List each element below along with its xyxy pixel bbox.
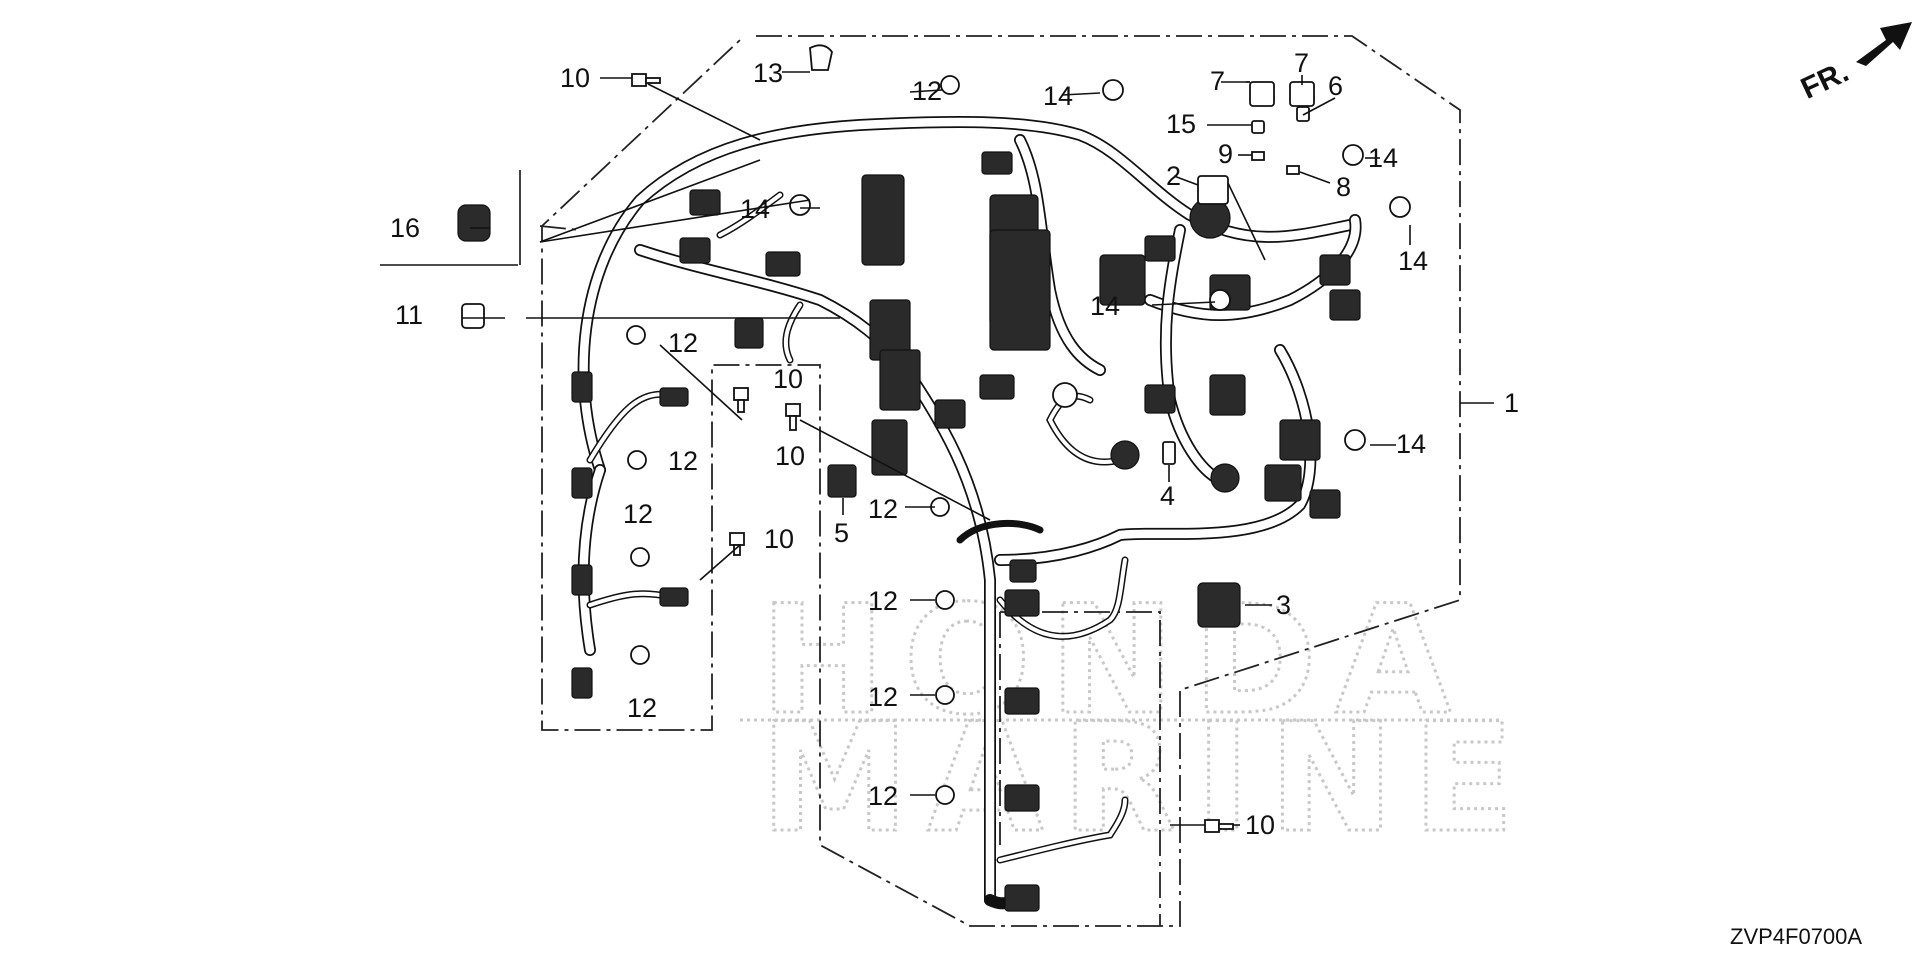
clip-12-icon — [626, 75, 960, 805]
connector-icon — [689, 189, 721, 216]
callouts: 1 2 3 4 5 6 7 7 8 9 10 10 10 10 10 11 12… — [390, 48, 1519, 840]
fuse-box-connector-icon — [861, 174, 905, 266]
part-3-connector-cap-icon — [1197, 582, 1241, 628]
injector-connector-icon — [571, 564, 593, 596]
callout-3: 3 — [1276, 590, 1291, 620]
callout-8: 8 — [1336, 172, 1351, 202]
part-4-terminal-icon — [1162, 441, 1176, 465]
callout-12g: 12 — [868, 586, 898, 616]
callout-14c: 14 — [1368, 143, 1398, 173]
arrow-icon — [1856, 22, 1912, 66]
callout-15: 15 — [1166, 109, 1196, 139]
front-direction-indicator: FR. — [1796, 22, 1912, 106]
connector-icon — [981, 151, 1013, 175]
harness-connectors — [571, 151, 1361, 912]
callout-14b: 14 — [740, 194, 770, 224]
callout-12a: 12 — [912, 76, 942, 106]
callout-12d: 12 — [623, 499, 653, 529]
callout-6: 6 — [1328, 71, 1343, 101]
connector-icon — [1144, 235, 1176, 262]
callout-11: 11 — [395, 300, 423, 330]
ring-terminal-icon — [1052, 382, 1078, 408]
injector-connector-icon — [571, 667, 593, 699]
callout-12c: 12 — [668, 446, 698, 476]
part-13-clip-icon — [809, 44, 833, 71]
ignition-coil-connector-icon — [1004, 589, 1040, 617]
ignition-coil-connector-icon — [1004, 884, 1040, 912]
part-11-clamp-icon — [461, 303, 485, 329]
part-15-fuse-icon — [1251, 120, 1265, 134]
part-7-relay-icon — [1289, 81, 1315, 107]
ignition-coil-connector-icon — [1004, 784, 1040, 812]
ignition-coil-connector-icon — [1004, 687, 1040, 715]
callout-13: 13 — [753, 58, 783, 88]
connector-icon — [734, 317, 764, 349]
callout-4: 4 — [1160, 481, 1175, 511]
ground-terminal-icon — [1009, 559, 1037, 583]
clip-14-icon — [789, 79, 1411, 451]
front-label: FR. — [1796, 55, 1854, 105]
callout-12h: 12 — [868, 682, 898, 712]
callout-14a: 14 — [1043, 81, 1073, 111]
callout-7a: 7 — [1210, 66, 1225, 96]
leader-lines — [380, 71, 1494, 826]
callout-5: 5 — [834, 518, 849, 548]
connector-icon — [765, 251, 801, 277]
callout-14e: 14 — [1090, 291, 1120, 321]
harness-wiring — [577, 116, 1362, 910]
connector-icon — [979, 374, 1015, 400]
callout-1: 1 — [1504, 388, 1519, 418]
connector-icon — [659, 387, 689, 407]
connector-icon — [871, 419, 908, 476]
connector-icon — [1144, 384, 1176, 414]
connector-icon — [1279, 419, 1321, 461]
connector-icon — [1264, 464, 1302, 502]
sensor-icon — [1110, 440, 1140, 470]
callout-12f: 12 — [868, 494, 898, 524]
part-9-fuse-icon — [1251, 151, 1265, 161]
connector-icon — [1309, 489, 1341, 519]
connector-icon — [659, 587, 689, 607]
callout-12i: 12 — [868, 781, 898, 811]
part-2-connector-icon — [1197, 175, 1229, 205]
callout-10c: 10 — [775, 441, 805, 471]
part-6-fuse-icon — [1296, 106, 1310, 122]
watermark-line-2: MARINE — [760, 692, 1533, 866]
connector-icon — [1099, 254, 1146, 306]
callout-10b: 10 — [773, 364, 803, 394]
sensor-icon — [1210, 463, 1240, 493]
injector-connector-icon — [571, 371, 593, 403]
connector-icon — [1329, 289, 1361, 321]
diagram-code: ZVP4F0700A — [1730, 924, 1862, 949]
connector-icon — [1209, 374, 1246, 416]
callout-2: 2 — [1166, 161, 1181, 191]
callout-12b: 12 — [668, 328, 698, 358]
loose-parts — [457, 44, 1411, 833]
main-relay-block-icon — [989, 229, 1051, 351]
part-8-fuse-icon — [1286, 165, 1300, 175]
part-16-grommet-icon — [457, 204, 491, 242]
callout-9: 9 — [1218, 139, 1233, 169]
callout-14d: 14 — [1398, 246, 1428, 276]
part-7-relay-icon — [1249, 81, 1275, 107]
watermark: HONDA MARINE — [740, 573, 1533, 868]
injector-connector-icon — [571, 467, 593, 499]
connector-icon — [1319, 254, 1351, 286]
callout-10a: 10 — [560, 63, 590, 93]
connector-icon — [934, 399, 966, 429]
bolt-icon — [631, 73, 1234, 833]
callout-7b: 7 — [1294, 48, 1309, 78]
callout-14f: 14 — [1396, 429, 1426, 459]
connector-icon — [679, 237, 711, 264]
connector-icon — [879, 349, 921, 411]
callout-10d: 10 — [764, 524, 794, 554]
callout-16: 16 — [390, 213, 420, 243]
part-5-connector-icon — [827, 464, 857, 498]
callout-12e: 12 — [627, 693, 657, 723]
callout-10e: 10 — [1245, 810, 1275, 840]
